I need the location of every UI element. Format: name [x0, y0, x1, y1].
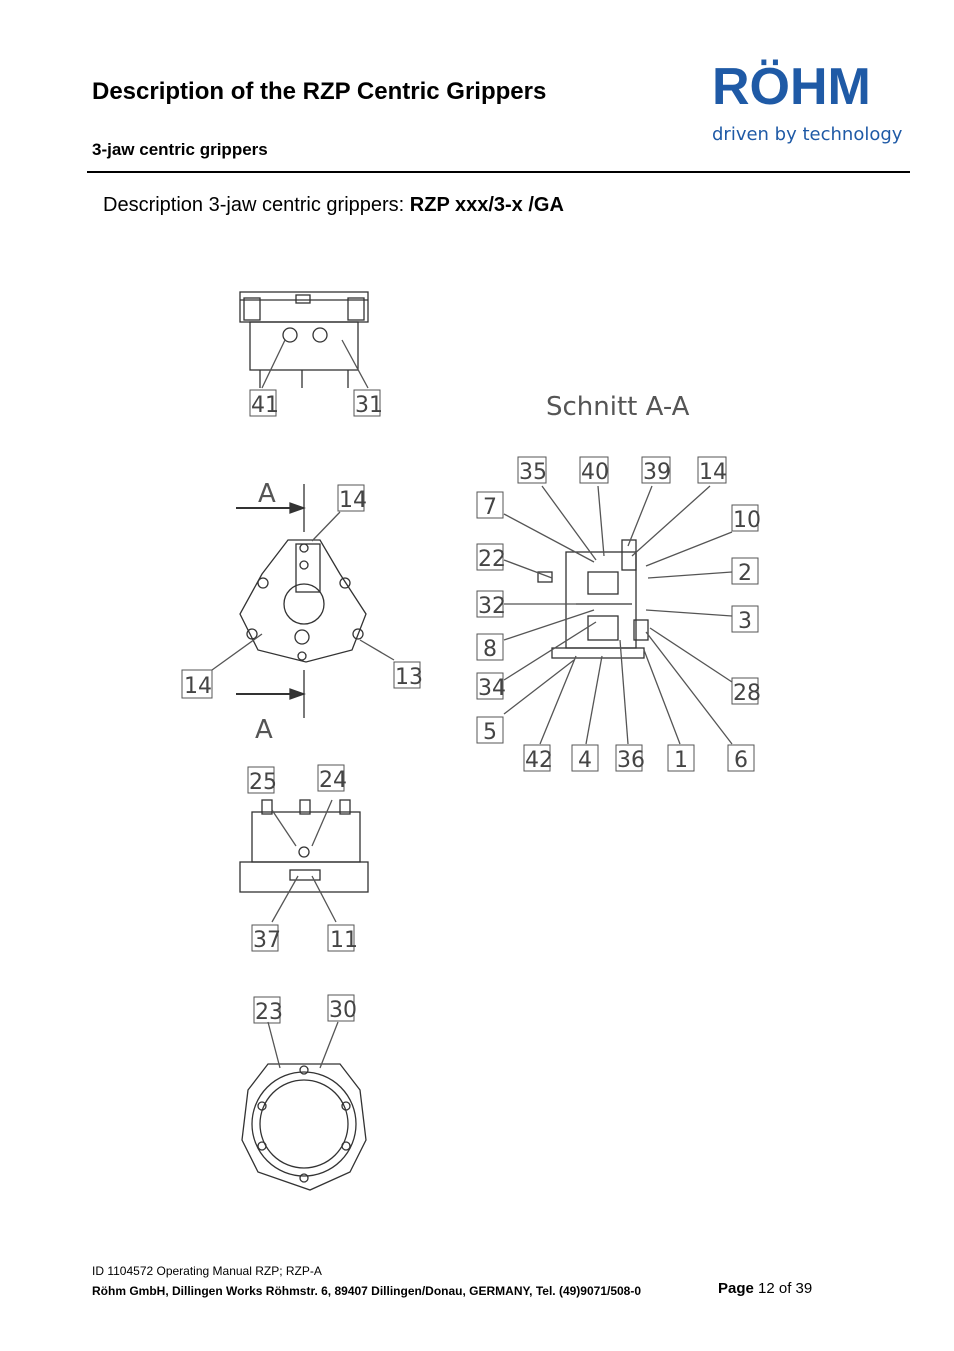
callout-32: 32	[478, 594, 506, 619]
section-view	[503, 485, 733, 745]
callout-14-top: 14	[339, 488, 367, 513]
footer-page-label: Page	[718, 1280, 754, 1297]
logo-tagline: driven by technology	[712, 124, 903, 145]
description-line: Description 3-jaw centric grippers: RZP …	[103, 194, 564, 217]
rohm-logo: RÖHM driven by technology	[712, 58, 903, 145]
side-view	[239, 799, 369, 923]
logo-wordmark: RÖHM	[712, 58, 871, 116]
callout-14-left: 14	[184, 674, 212, 699]
footer-page-number: Page 12 of 39	[718, 1280, 812, 1297]
callout-34: 34	[478, 676, 506, 701]
header-divider	[87, 171, 910, 173]
callout-5: 5	[483, 720, 497, 745]
callout-8: 8	[483, 637, 497, 662]
section-marker-bottom: A	[255, 715, 273, 745]
section-marker-top: A	[258, 479, 276, 509]
callout-24: 24	[319, 768, 347, 793]
callout-7: 7	[483, 495, 497, 520]
callout-6: 6	[734, 748, 748, 773]
callout-31: 31	[355, 393, 383, 418]
callout-37: 37	[253, 928, 281, 953]
top-view	[239, 291, 369, 389]
callout-41: 41	[251, 393, 279, 418]
callout-2: 2	[738, 561, 752, 586]
callout-14-section: 14	[699, 460, 727, 485]
callout-11: 11	[330, 928, 358, 953]
callout-22: 22	[478, 547, 506, 572]
description-prefix: Description 3-jaw centric grippers:	[103, 194, 410, 216]
callout-4: 4	[578, 748, 592, 773]
bottom-view	[241, 1021, 367, 1191]
callout-28: 28	[733, 681, 761, 706]
callout-1: 1	[674, 748, 688, 773]
callout-42: 42	[525, 748, 553, 773]
callout-39: 39	[643, 460, 671, 485]
callout-30: 30	[329, 998, 357, 1023]
callout-23: 23	[255, 1000, 283, 1025]
callout-35: 35	[519, 460, 547, 485]
callout-40: 40	[581, 460, 609, 485]
footer-page-value: 12 of 39	[753, 1280, 813, 1297]
callout-10: 10	[733, 508, 761, 533]
footer-address: Röhm GmbH, Dillingen Works Röhmstr. 6, 8…	[92, 1284, 642, 1298]
description-model: RZP xxx/3-x /GA	[409, 194, 564, 216]
page-title: Description of the RZP Centric Grippers	[92, 78, 547, 105]
callout-25: 25	[249, 770, 277, 795]
callout-3: 3	[738, 609, 752, 634]
page-subtitle: 3-jaw centric grippers	[92, 140, 268, 159]
callout-36: 36	[617, 748, 645, 773]
section-title: Schnitt A-A	[546, 392, 690, 422]
footer-doc-id: ID 1104572 Operating Manual RZP; RZP-A	[92, 1264, 322, 1278]
callout-13: 13	[395, 665, 423, 690]
front-view	[211, 484, 395, 718]
